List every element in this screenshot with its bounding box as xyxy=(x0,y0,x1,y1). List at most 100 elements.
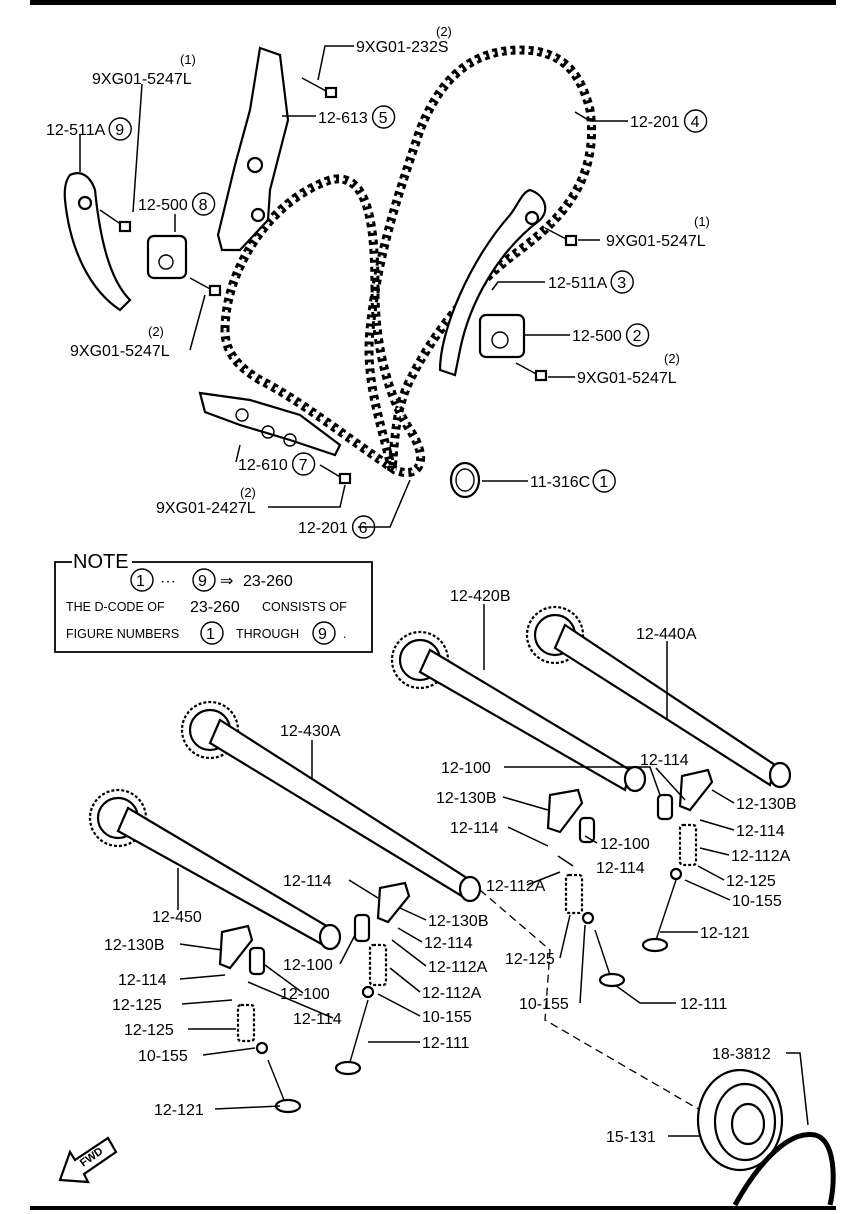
callout-label: 9XG01-5247L xyxy=(577,370,677,387)
drive-belt xyxy=(732,1131,836,1207)
note-range-start: 1 xyxy=(136,573,145,590)
valve-spring xyxy=(678,823,698,867)
chain-guide xyxy=(216,46,290,252)
callout-figure-circle xyxy=(371,105,396,129)
spring-seat xyxy=(255,1041,269,1055)
callout-label: 12-610 xyxy=(238,457,288,474)
callout-figure-circle xyxy=(108,117,132,141)
note-line2-c: CONSISTS OF xyxy=(262,600,347,614)
callout-label: 12-440A xyxy=(636,626,697,643)
callout-label: 12-130B xyxy=(736,796,797,813)
callout-quantity: (2) xyxy=(664,351,680,366)
note-line2-b: 23-260 xyxy=(190,599,240,616)
callout-label: 12-100 xyxy=(600,836,650,853)
callout-quantity: (1) xyxy=(694,214,710,229)
lash-adjuster xyxy=(656,793,674,821)
callout-label: 12-613 xyxy=(318,110,368,127)
callout-label: 9XG01-232S xyxy=(356,39,449,56)
bolt xyxy=(515,362,548,382)
valve xyxy=(334,999,369,1076)
callout-label: 9XG01-2427L xyxy=(156,500,256,517)
callout-label: 12-100 xyxy=(280,986,330,1003)
callout-label: 11-316C xyxy=(530,474,590,491)
tensioner-arm-left xyxy=(63,172,132,312)
callout-label: 10-155 xyxy=(138,1048,188,1065)
tensioner-arm-right xyxy=(438,188,547,377)
callout-label: 12-100 xyxy=(283,957,333,974)
callout-label: 12-500 xyxy=(572,328,622,345)
note-line3-a: FIGURE NUMBERS xyxy=(66,627,179,641)
spring-seat xyxy=(669,867,683,881)
chain-tensioner-left xyxy=(146,234,188,280)
note-range-end: 9 xyxy=(198,573,207,590)
rocker-arm xyxy=(218,924,254,970)
callout-label: 12-130B xyxy=(428,913,489,930)
callout-label: 18-3812 xyxy=(712,1046,771,1063)
callout-label: 12-430A xyxy=(280,723,341,740)
callout-figure-number: 4 xyxy=(691,114,700,131)
valve xyxy=(641,879,677,953)
callout-label: 9XG01-5247L xyxy=(92,71,192,88)
bolt xyxy=(301,77,338,99)
camshaft-12-450 xyxy=(88,788,342,951)
note-box: NOTE 1 ··· 9 ⇒ 23-260 THE D-CODE OF 23-2… xyxy=(54,551,373,653)
callout-label: 12-130B xyxy=(436,790,497,807)
callout-figure-circle xyxy=(592,469,616,493)
timing-chain-main xyxy=(364,45,596,472)
valve xyxy=(594,929,626,988)
callout-label: 12-121 xyxy=(700,925,750,942)
callout-label: 12-125 xyxy=(124,1022,174,1039)
callout-label: 12-114 xyxy=(736,823,785,840)
callout-figure-number: 7 xyxy=(299,457,308,474)
callout-label: 12-114 xyxy=(640,752,689,769)
camshaft-12-420B xyxy=(390,630,647,793)
callout-label: 12-114 xyxy=(596,860,645,877)
lower-chain-guide xyxy=(198,391,342,457)
callout-label: 12-112A xyxy=(422,985,482,1002)
callout-label: 12-201 xyxy=(630,114,680,131)
callout-label: 12-111 xyxy=(422,1035,470,1052)
valve xyxy=(267,1059,302,1114)
note-range-target: 23-260 xyxy=(243,573,293,590)
leader-lines xyxy=(79,45,809,1137)
callout-figure-circle xyxy=(191,192,216,216)
callout-label: 12-100 xyxy=(441,760,491,777)
callout-label: 12-450 xyxy=(152,909,202,926)
lash-adjuster xyxy=(248,946,266,976)
callout-quantity: (2) xyxy=(240,485,256,500)
valve-spring xyxy=(368,943,388,987)
callout-figure-number: 8 xyxy=(199,197,208,214)
callout-label: 12-420B xyxy=(450,588,511,605)
callout-label: 12-121 xyxy=(154,1102,204,1119)
callout-figure-circle xyxy=(610,270,634,294)
callout-label: 12-114 xyxy=(118,972,167,989)
note-arrow: ⇒ xyxy=(220,573,233,590)
valve-spring xyxy=(564,873,584,915)
callout-label: 9XG01-5247L xyxy=(606,233,706,250)
note-range-dots: ··· xyxy=(160,573,176,590)
callout-label: 12-114 xyxy=(293,1011,342,1028)
note-line3-c: THROUGH xyxy=(236,627,299,641)
timing-chain-secondary xyxy=(220,174,426,478)
callout-label: 12-125 xyxy=(505,951,555,968)
rocker-arm xyxy=(678,768,714,812)
note-title: NOTE xyxy=(73,551,129,573)
callout-figure-number: 3 xyxy=(617,275,626,292)
callout-label: 12-201 xyxy=(298,520,348,537)
callout-label: 12-114 xyxy=(424,935,473,952)
callout-figure-number: 5 xyxy=(379,110,388,127)
callout-quantity: (1) xyxy=(180,52,196,67)
spring-seat xyxy=(581,911,595,925)
note-line3-b: 1 xyxy=(206,626,215,643)
tensioner-arm-pivot xyxy=(524,210,540,226)
callout-quantity: (2) xyxy=(148,324,164,339)
bolt xyxy=(544,227,578,247)
callout-figure-circle xyxy=(625,323,650,347)
note-line3-e: . xyxy=(343,627,346,641)
callout-figure-number: 9 xyxy=(115,122,124,139)
callout-label: 12-500 xyxy=(138,197,188,214)
camshaft-12-440A xyxy=(525,605,792,789)
callout-label: 15-131 xyxy=(606,1129,656,1146)
lash-adjuster xyxy=(353,913,371,943)
